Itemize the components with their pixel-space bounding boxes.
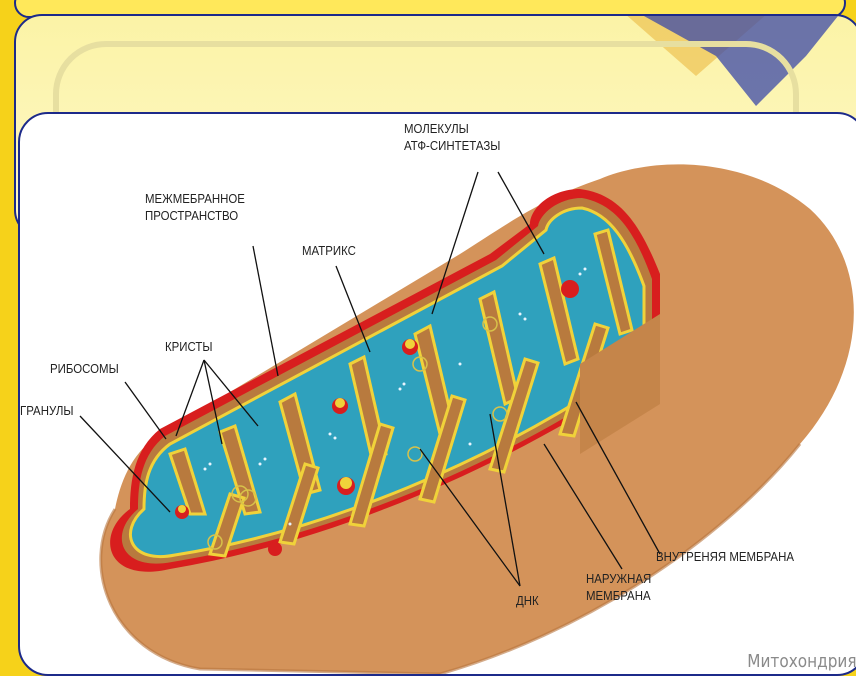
label-ribosomes: РИБОСОМЫ (50, 360, 119, 377)
label-matrix: МАТРИКС (302, 242, 356, 259)
label-atp-synthase: МОЛЕКУЛЫ АТФ-СИНТЕТАЗЫ (404, 120, 500, 154)
diagram-panel: МОЛЕКУЛЫ АТФ-СИНТЕТАЗЫ МЕЖМЕБРАННОЕ ПРОС… (18, 112, 856, 676)
label-intermembrane-space: МЕЖМЕБРАННОЕ ПРОСТРАНСТВО (145, 190, 245, 224)
label-dna: ДНК (516, 592, 539, 609)
label-outer-membrane: НАРУЖНАЯ МЕМБРАНА (586, 570, 651, 604)
label-granules: ГРАНУЛЫ (20, 402, 73, 419)
label-inner-membrane: ВНУТРЕНЯЯ МЕМБРАНА (656, 548, 794, 565)
label-cristae: КРИСТЫ (165, 338, 213, 355)
